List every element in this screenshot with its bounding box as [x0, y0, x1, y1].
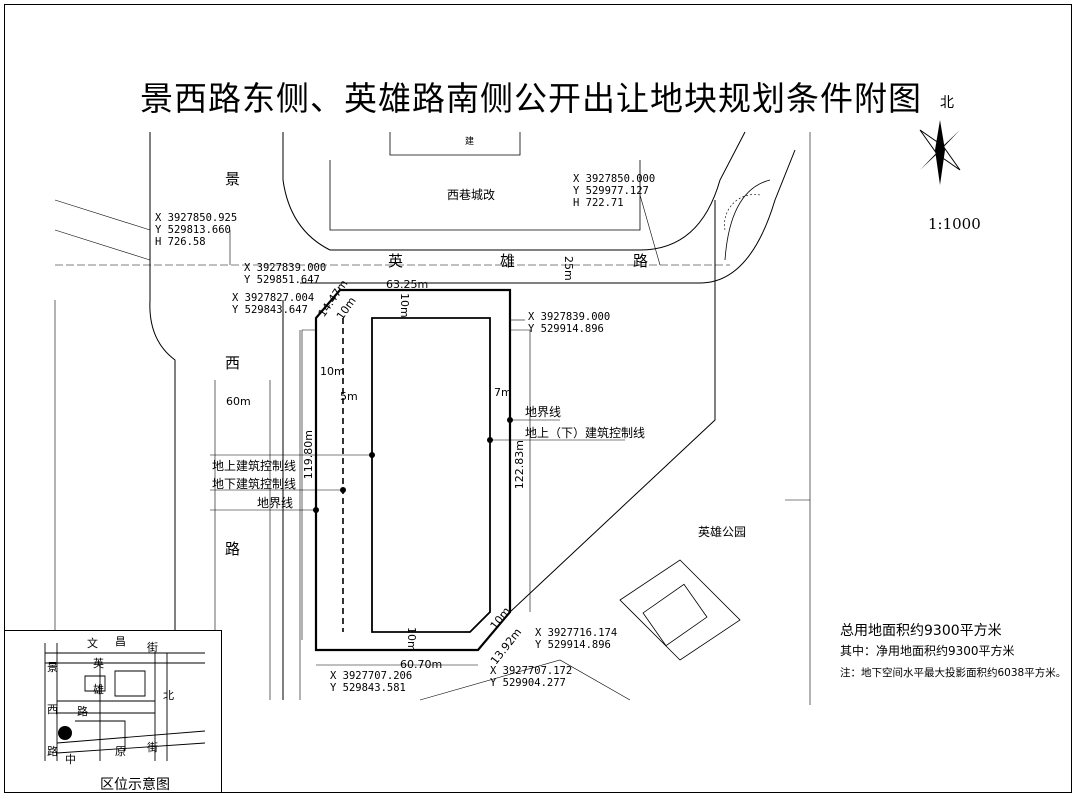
yingxiong-road-north-edge [330, 131, 746, 251]
road-width-jingxi: 60m [226, 395, 251, 408]
building-control-line [371, 317, 491, 633]
road-label-xiong: 雄 [500, 252, 516, 270]
dim-left-len: 119.80m [302, 430, 315, 480]
dim-top: 63.25m [386, 278, 429, 291]
legend-left-above: 地上建筑控制线 [212, 459, 297, 473]
jingxi-road-east-edge [282, 132, 331, 251]
site-boundary [314, 288, 512, 652]
road-label-lu: 路 [225, 540, 241, 558]
park-plaza [724, 179, 771, 261]
place-park: 英雄公园 [698, 525, 747, 539]
legend-left-boundary: 地界线 [257, 496, 294, 510]
legend-right-boundary: 地界线 [525, 405, 562, 419]
dim-right-setback: 7m [494, 386, 512, 399]
yingxiong-road-south-edge [300, 149, 796, 284]
park-building [619, 559, 741, 661]
site-marker-icon [58, 726, 72, 740]
north-label: 北 [940, 95, 954, 111]
inset-title: 区位示意图 [100, 777, 170, 793]
road-width-yingxiong: 25m [562, 256, 575, 281]
dim-bottom: 60.70m [400, 658, 443, 671]
note-total-area: 总用地面积约9300平方米 [840, 623, 1002, 639]
north-arrow-icon [919, 120, 961, 185]
road-label-xi: 西 [225, 354, 241, 372]
dim-setback-inner: 5m [340, 390, 358, 403]
road-label-jing: 景 [225, 170, 241, 188]
note-net-area: 其中：净用地面积约9300平方米 [840, 644, 1015, 658]
legend-left-below: 地下建筑控制线 [212, 477, 297, 491]
note-underground: 注：地下空间水平最大投影面积约6038平方米。 [840, 667, 1067, 679]
dim-right-len: 122.83m [513, 440, 526, 490]
park-boundary [509, 200, 716, 613]
dim-setback-top: 10m [398, 293, 411, 318]
dim-setback-left: 10m [320, 365, 345, 378]
road-label-lu2: 路 [633, 252, 649, 270]
scale-label: 1:1000 [928, 215, 981, 233]
road-label-ying: 英 [388, 252, 404, 270]
location-inset: 文 昌 街 景 英 雄 西 路 北 中 原 街 路 区位示意图 [4, 630, 222, 793]
inset-map [44, 643, 206, 761]
drawing-frame [4, 4, 1072, 793]
dim-bottom-setback: 10m [405, 627, 418, 652]
page-title: 景西路东侧、英雄路南侧公开出让地块规划条件附图 [140, 79, 922, 118]
jingxi-road-west-edge [149, 132, 176, 700]
place-xixiang: 西巷城改 [447, 188, 496, 202]
place-top-building: 建 [465, 137, 475, 147]
legend-right-control: 地上（下）建筑控制线 [525, 426, 646, 440]
